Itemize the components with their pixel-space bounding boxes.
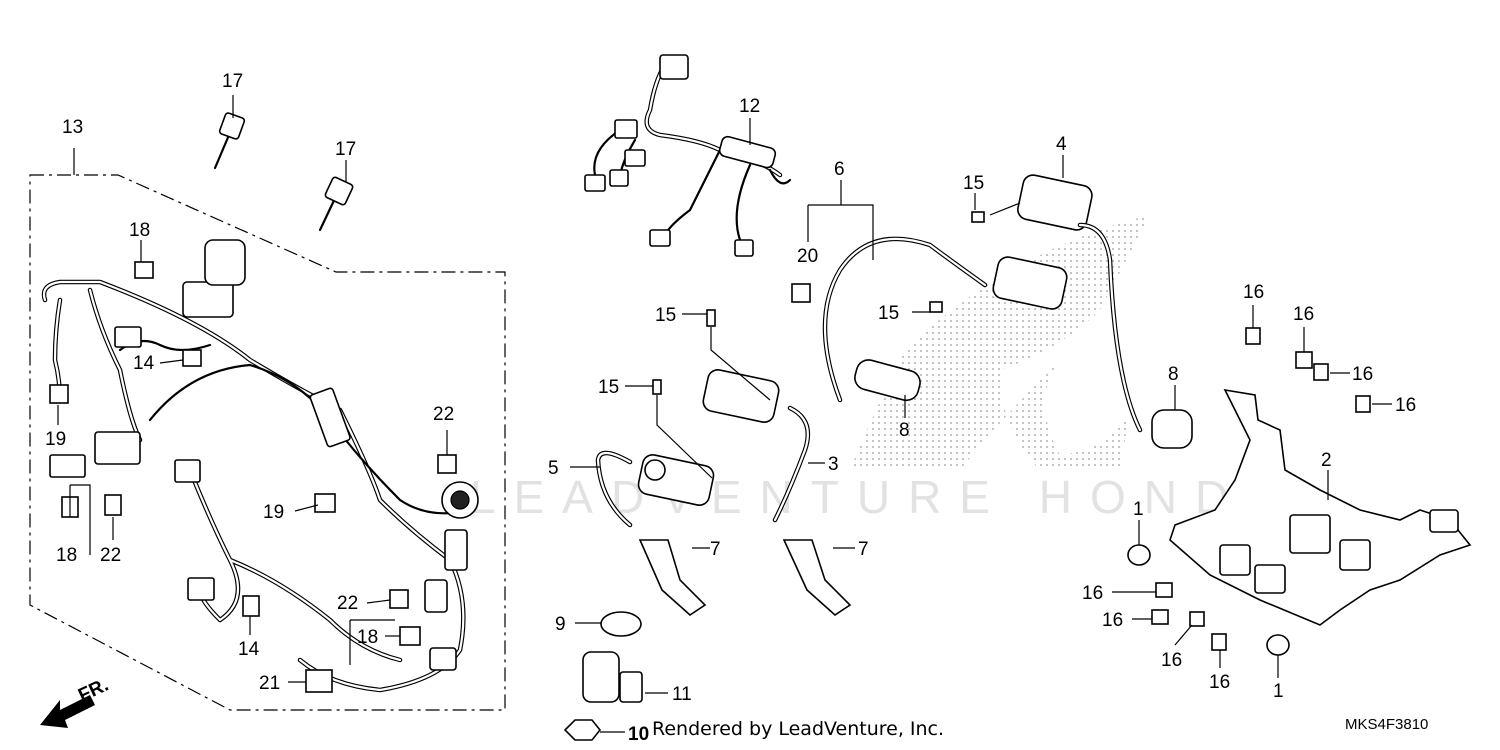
right-connector (444, 529, 468, 571)
plug-cap-8-mid (854, 359, 921, 418)
callout-5: 5 (548, 458, 559, 479)
ignition-coil-mid (702, 309, 825, 523)
grommet-1-top (1127, 520, 1151, 566)
ignition-coil-lower (570, 379, 715, 528)
callout-2: 2 (1321, 450, 1332, 471)
callout-22c: 22 (337, 593, 358, 614)
clip-14 (182, 349, 202, 367)
callout-6: 6 (834, 159, 845, 180)
callout-14b: 14 (238, 639, 260, 660)
callout-14a: 14 (133, 353, 155, 374)
callout-7a: 7 (710, 539, 721, 560)
callout-16g: 16 (1161, 650, 1182, 671)
clip-22b (437, 454, 457, 474)
callout-19b: 19 (263, 502, 284, 523)
credit-text: Rendered by LeadVenture, Inc. (652, 718, 945, 740)
nut-10 (563, 719, 625, 741)
cap-11 (582, 651, 668, 703)
callout-18b: 18 (56, 545, 77, 566)
callout-18c: 18 (357, 627, 378, 648)
callout-19a: 19 (45, 429, 66, 450)
plug-cap-8-right (1151, 385, 1193, 449)
callout-20: 20 (797, 246, 818, 267)
callout-10: 10 (628, 724, 649, 745)
callout-22b: 22 (433, 404, 454, 425)
sub-harness-12 (584, 54, 792, 257)
callout-1a: 1 (1133, 499, 1144, 520)
callout-4: 4 (1056, 134, 1067, 155)
clip-19 (49, 384, 69, 404)
clip-22c (389, 589, 409, 609)
callout-21: 21 (259, 673, 280, 694)
bottom-connector (429, 647, 457, 671)
clip-14b (242, 595, 260, 617)
callout-17b: 17 (335, 139, 356, 160)
callout-9: 9 (555, 614, 566, 635)
clip-22 (104, 494, 122, 516)
clip-17-lower (318, 160, 354, 232)
callout-3: 3 (828, 454, 839, 475)
seal-9 (575, 611, 642, 637)
callout-7b: 7 (858, 539, 869, 560)
clips-16 (1112, 305, 1392, 668)
callout-16f: 16 (1102, 610, 1123, 631)
right-connector-2 (424, 579, 448, 613)
relay-block (94, 431, 141, 465)
callout-15a: 15 (655, 305, 676, 326)
callout-16a: 16 (1243, 282, 1264, 303)
callout-16e: 16 (1082, 583, 1103, 604)
clip-18 (134, 261, 154, 279)
callout-16h: 16 (1209, 672, 1230, 693)
callout-16d: 16 (1395, 395, 1416, 416)
callout-11: 11 (672, 684, 692, 705)
main-harness-group (29, 148, 506, 711)
drawing-code: MKS4F3810 (1345, 716, 1429, 733)
front-direction-arrow: FR. (40, 675, 112, 728)
plug-boot-7-left (638, 539, 710, 617)
clip-18c (399, 626, 421, 646)
boot-connector (204, 239, 246, 286)
callout-15b: 15 (598, 377, 619, 398)
ignition-coil-upper (822, 236, 1068, 403)
plug-boot-7-right (782, 539, 855, 617)
callout-22a: 22 (100, 545, 121, 566)
side-connector (49, 454, 86, 478)
callout-16c: 16 (1352, 364, 1373, 385)
cord-group-6 (791, 180, 874, 303)
callout-17a: 17 (222, 71, 243, 92)
callout-15c: 15 (878, 303, 899, 324)
lower-left-connector (187, 577, 215, 601)
clip-21 (305, 669, 333, 693)
callout-labels: 13 17 17 18 14 19 18 22 19 22 22 18 14 2… (45, 71, 1416, 745)
lower-connector (174, 459, 201, 483)
callout-15d: 15 (963, 173, 984, 194)
main-connector (182, 281, 234, 318)
callout-18a: 18 (129, 220, 150, 241)
ignition-coil-top (971, 155, 1143, 433)
grommet-1-bottom (1266, 634, 1290, 678)
callout-8a: 8 (899, 420, 910, 441)
honda-wing-watermark (850, 215, 1150, 470)
bracket-2 (1169, 388, 1472, 626)
callout-13: 13 (62, 117, 83, 138)
clip-19b (314, 493, 336, 513)
small-connector (114, 326, 142, 348)
callout-12: 12 (739, 96, 760, 117)
clip-17-top (213, 95, 246, 170)
callout-1b: 1 (1273, 681, 1284, 702)
callout-16b: 16 (1293, 304, 1314, 325)
watermark: LEADVENTURE HONDA (470, 471, 1295, 523)
callout-8b: 8 (1168, 364, 1179, 385)
mid-connector (309, 387, 351, 448)
